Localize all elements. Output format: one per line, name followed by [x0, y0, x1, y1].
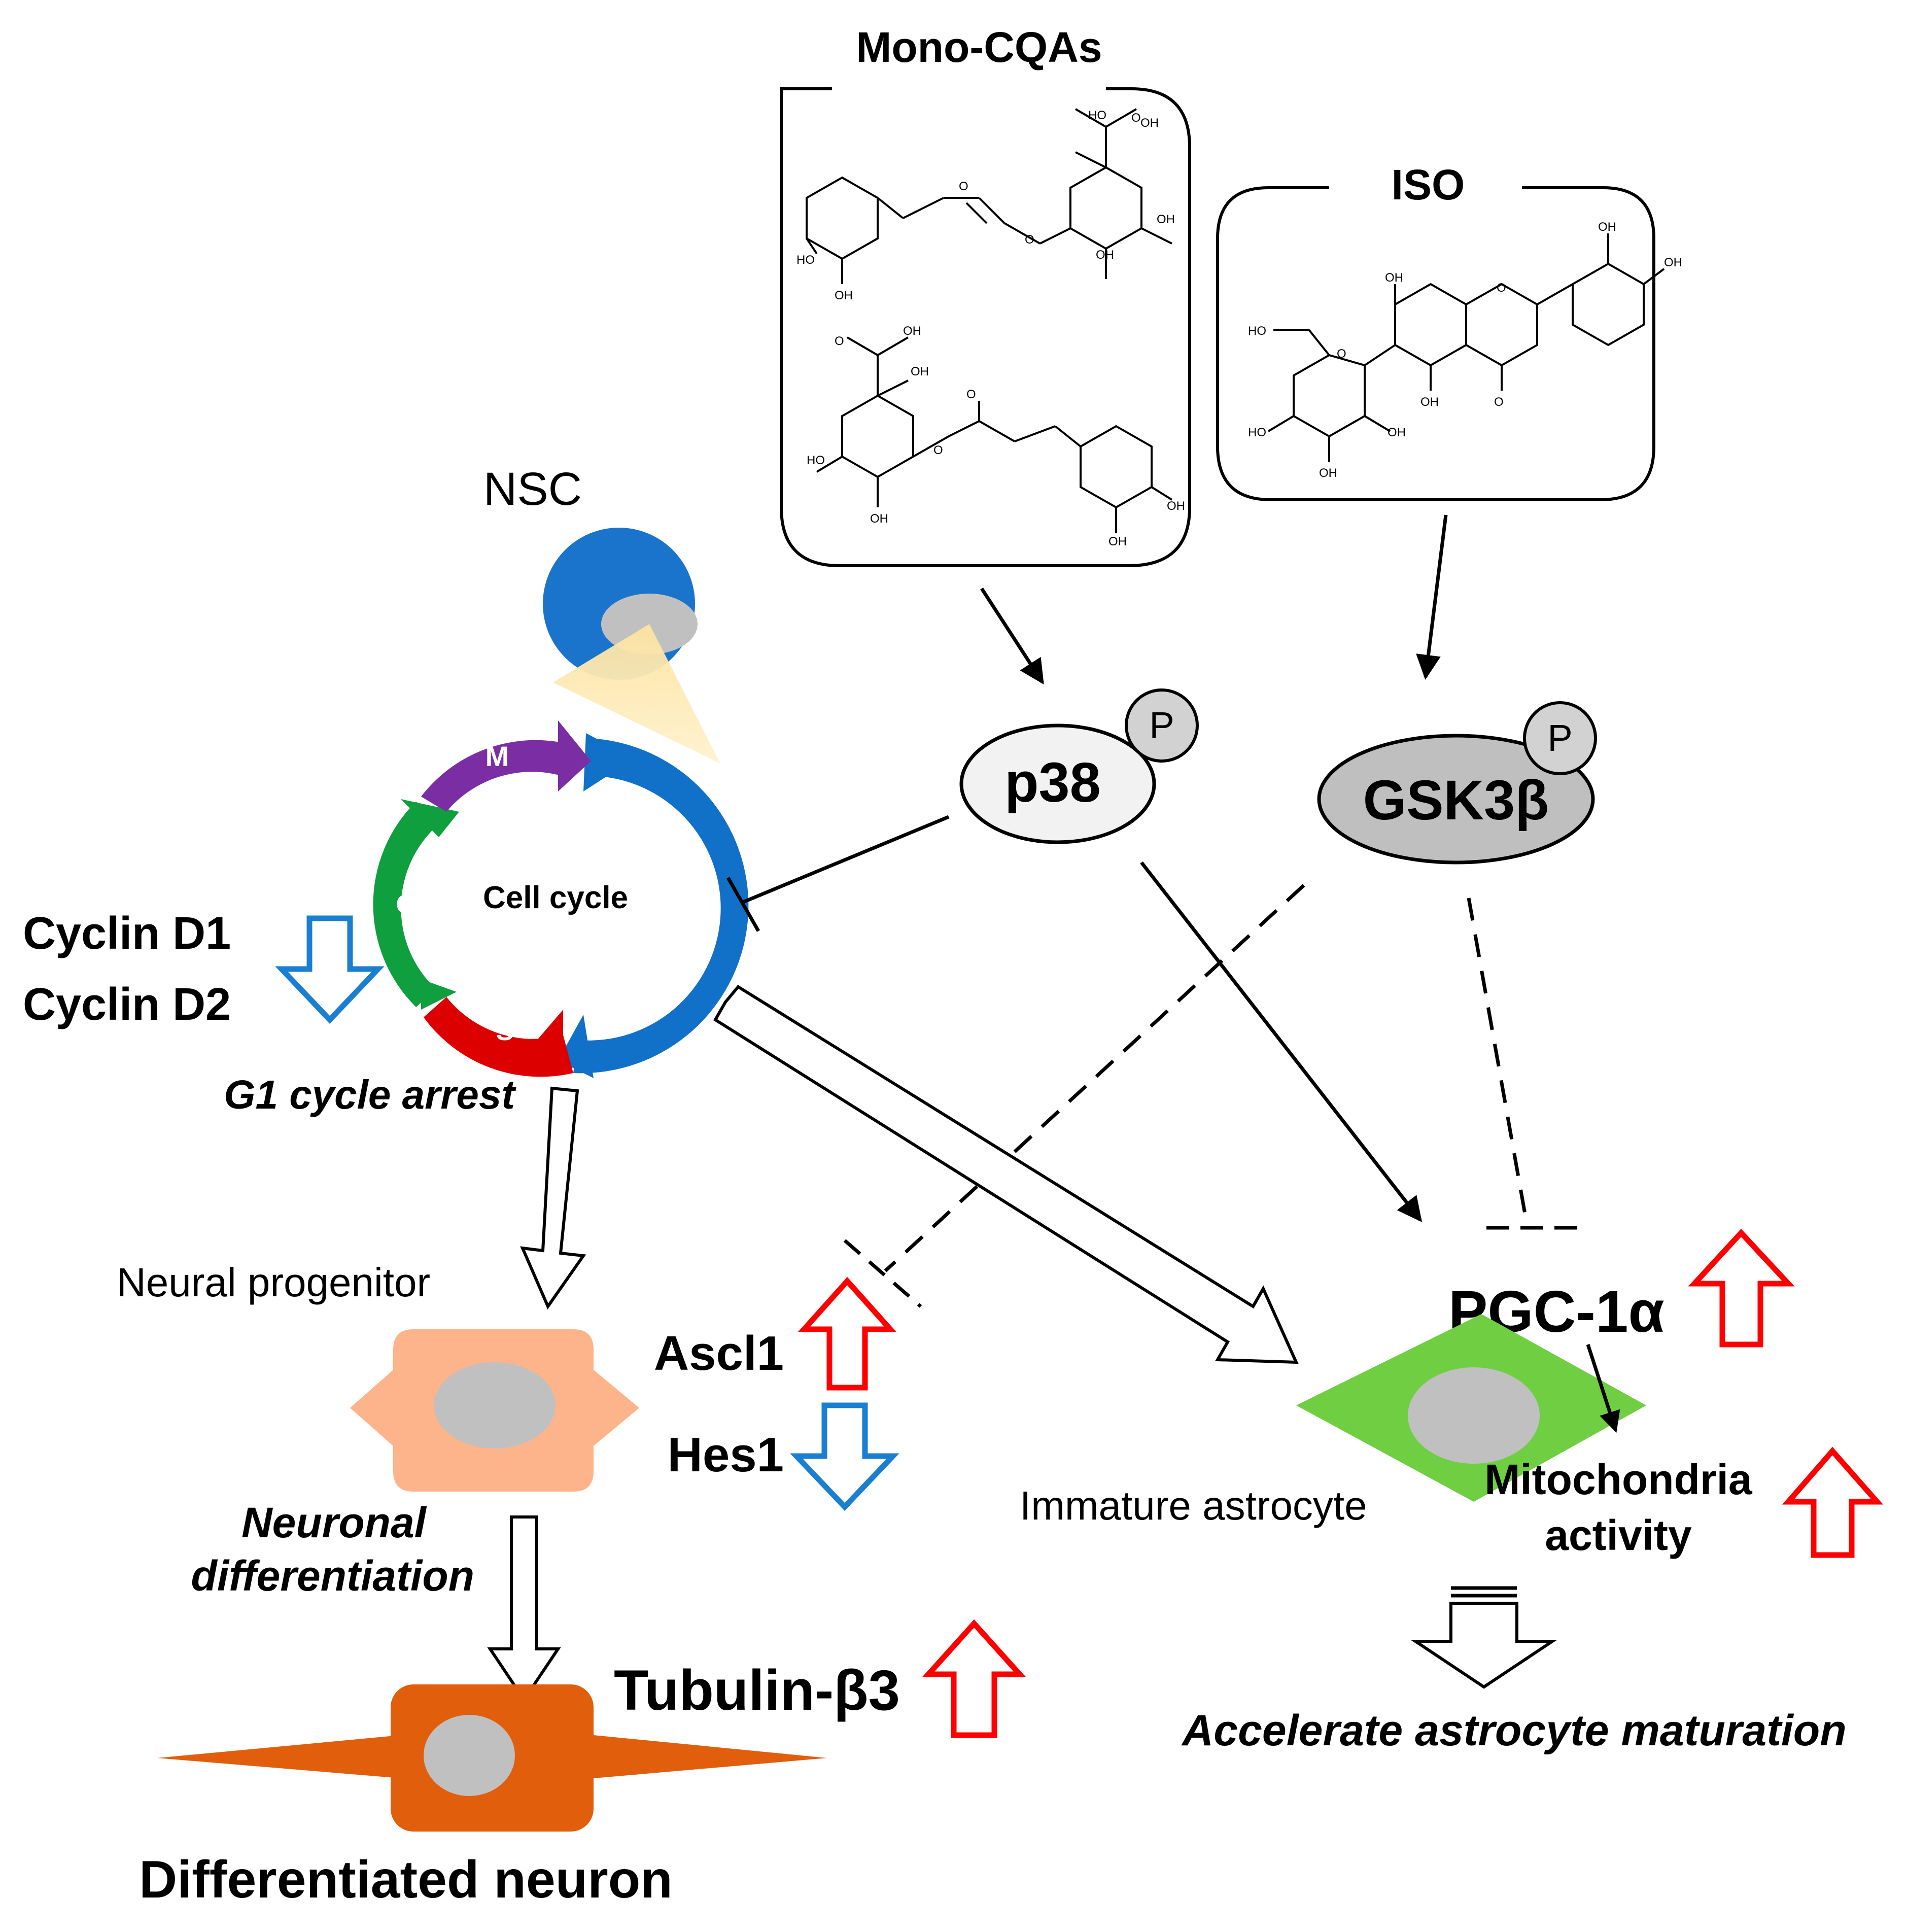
mono-cqas-title: Mono-CQAs [856, 23, 1102, 71]
gsk3b-dashed-progenitor [884, 884, 1305, 1272]
pgc1a-up-arrow [1688, 1228, 1795, 1348]
chem-label: HO [1248, 324, 1266, 338]
immature-astrocyte-cell [1296, 1314, 1646, 1502]
mito-line2: activity [1545, 1511, 1692, 1559]
ascl1-up-arrow [798, 1276, 897, 1391]
chem-label: O [835, 334, 844, 348]
chem-label: OH [1157, 213, 1175, 226]
chem-label: OH [1167, 499, 1185, 513]
phase-g2-arrowhead-low [421, 979, 457, 1010]
ascl1-label: Ascl1 [654, 1326, 784, 1381]
chem-label: OH [1664, 256, 1682, 269]
inhibition-bar [726, 877, 760, 932]
gsk3b-dashed-progenitor-bar [843, 1239, 922, 1308]
phase-m-arrowhead [558, 720, 591, 791]
chem-label: OH [1598, 220, 1616, 234]
cyclin-d1-label: Cyclin D1 [23, 908, 231, 959]
chem-label: O [1131, 111, 1141, 125]
chem-label: OH [1108, 535, 1127, 548]
cyclin-down-arrow [275, 915, 385, 1024]
chem-label: OH [911, 365, 929, 378]
neuronal-diff-line1: Neuronal [241, 1499, 427, 1546]
chem-label: OH [903, 324, 921, 338]
iso-panel: ISO OH OH OH O OH O H [1216, 161, 1682, 501]
cyclin-d2-label: Cyclin D2 [23, 979, 231, 1030]
neuronal-diff-line2: differentiation [191, 1552, 474, 1600]
p38-inhibits-cell-cycle [740, 815, 950, 905]
phase-m-segment [421, 740, 566, 812]
hes1-label: Hes1 [668, 1428, 784, 1482]
hollow-arrow-to-progenitor [520, 1086, 586, 1310]
chem-label: OH [1140, 116, 1159, 130]
chem-label: HO [1088, 109, 1106, 122]
mito-up-arrow [1782, 1446, 1884, 1558]
arrow-pgc1a-to-mito [1586, 1343, 1620, 1433]
chem-label: OH [1096, 248, 1114, 262]
chem-label: OH [870, 512, 888, 526]
immature-astrocyte-label: Immature astrocyte [1020, 1483, 1367, 1528]
chem-label: OH [1388, 426, 1406, 439]
arrow-iso-to-gsk3b [1416, 514, 1448, 680]
cqa-structure-1 [806, 108, 1172, 284]
p38-phospho-label: P [1149, 704, 1174, 746]
p38-label: p38 [1004, 751, 1101, 814]
cell-cycle-label: Cell cycle [483, 880, 628, 915]
arrow-p38-to-pgc1a [1140, 861, 1423, 1222]
gsk3b-phospho-label: P [1547, 717, 1572, 759]
gsk3b-label: GSK3β [1363, 769, 1549, 832]
p38-phospho-badge [1125, 688, 1199, 763]
gsk3b-node: GSK3β P [1317, 701, 1597, 865]
chem-label: OH [1385, 271, 1403, 285]
mito-line1: Mitochondria [1484, 1456, 1753, 1503]
phase-g2-segment [373, 802, 441, 1007]
chem-label: O [1494, 395, 1504, 409]
neural-progenitor-label: Neural progenitor [117, 1260, 430, 1305]
tubulin-label: Tubulin-β3 [614, 1659, 900, 1722]
g1-arrest-label: G1 cycle arrest [224, 1072, 516, 1117]
nsc-label: NSC [483, 463, 582, 515]
chem-label: HO [796, 253, 815, 267]
phase-g2-label: G2 [396, 890, 431, 919]
iso-structure [1267, 233, 1665, 462]
phase-s-segment [424, 997, 573, 1077]
iso-title: ISO [1392, 161, 1465, 209]
chem-label: O [966, 388, 976, 401]
hollow-arrow-to-astrocyte [713, 985, 1299, 1364]
gsk3b-phospho-badge [1523, 701, 1597, 775]
phase-s-arrowhead [533, 1010, 563, 1071]
magnification-beam [553, 624, 720, 764]
hes1-down-arrow [790, 1402, 899, 1511]
chem-label: O [959, 180, 968, 193]
phase-g1-segment [573, 738, 749, 1074]
chem-label: O [1337, 347, 1346, 361]
chem-label: OH [1319, 466, 1337, 480]
cell-cycle-ring: M G2 S G1 Cell cycle [373, 720, 749, 1078]
neural-progenitor-cell [350, 1329, 639, 1492]
hollow-arrow-to-maturation [1410, 1586, 1557, 1689]
chem-label: O [1497, 281, 1506, 295]
gsk3b-dashed-pgc1a [1467, 898, 1529, 1226]
differentiated-neuron-cell [157, 1684, 827, 1832]
phase-g1-arrowhead [583, 733, 634, 791]
phase-s-label: S [496, 1017, 514, 1046]
chem-label: OH [1420, 395, 1439, 409]
phase-g1-label: G1 [670, 946, 705, 975]
tubulin-up-arrow [922, 1619, 1026, 1738]
chem-label: O [1025, 233, 1034, 247]
arrow-cqas-to-p38 [980, 588, 1044, 685]
hollow-arrow-to-neuron [487, 1515, 561, 1703]
chem-label: OH [835, 289, 853, 302]
chem-label: O [933, 443, 943, 457]
p38-node: p38 P [959, 688, 1199, 844]
mono-cqas-panel: Mono-CQAs HO O OH OH OH O O HO [779, 23, 1191, 567]
accelerate-label: Accelerate astrocyte maturation [1181, 1706, 1847, 1755]
differentiated-neuron-label: Differentiated neuron [139, 1850, 673, 1909]
cqa-structure-2 [816, 336, 1173, 533]
chem-label: HO [1248, 426, 1266, 439]
phase-m-label: M [486, 740, 509, 772]
chem-label: HO [807, 454, 825, 467]
